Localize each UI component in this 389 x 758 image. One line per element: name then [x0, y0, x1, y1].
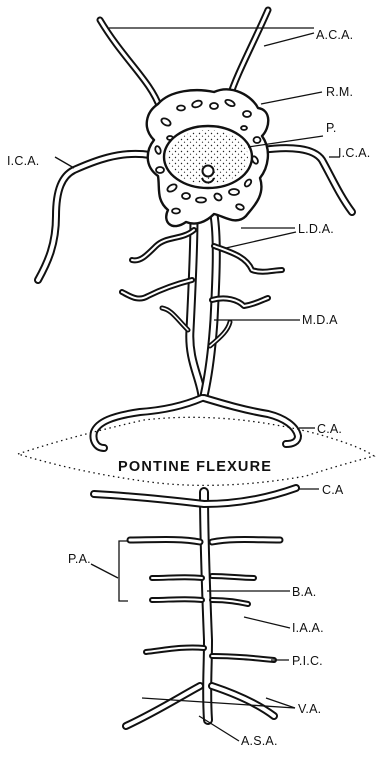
vessel-va-left [126, 686, 200, 726]
vessel-pa-3 [152, 599, 248, 604]
label-rm: R.M. [326, 85, 353, 99]
label-p: P. [326, 121, 337, 135]
vessel-mda-right-1 [212, 298, 268, 306]
vessel-ca-lower [94, 488, 296, 504]
vessel-aca-right-lumen [230, 10, 268, 96]
vessel-mda-left-1 [122, 280, 192, 299]
label-ica-right: I.C.A. [338, 146, 370, 160]
vessel-ca-lower-lumen [94, 488, 296, 504]
vessel-lda-left [132, 230, 194, 260]
label-aca: A.C.A. [316, 28, 353, 42]
vessel-lda-right [214, 246, 282, 272]
vessel-pa-2 [152, 576, 254, 578]
label-iaa: I.A.A. [292, 621, 324, 635]
vessel-ca-upper [93, 398, 298, 448]
vessel-va-left-lumen [126, 686, 200, 726]
vessel-stem-right [204, 215, 216, 396]
label-ba: B.A. [292, 585, 316, 599]
vessel-basilar [204, 492, 208, 720]
vessel-aca-left [100, 20, 160, 108]
vessel-mda-left-2 [162, 308, 188, 330]
label-ica-left: I.C.A. [7, 154, 39, 168]
vessel-stem-left [190, 218, 202, 396]
label-pa: P.A. [68, 552, 91, 566]
pa-bracket [119, 541, 128, 601]
vessel-aca-right [230, 10, 268, 96]
vessel-va-right [212, 686, 274, 716]
label-pic: P.I.C. [292, 654, 323, 668]
label-lda: L.D.A. [298, 222, 334, 236]
pituitary [164, 126, 252, 188]
label-ca-upper: C.A. [317, 422, 342, 436]
label-mda: M.D.A [302, 313, 338, 327]
label-pontine-flexure: PONTINE FLEXURE [118, 459, 272, 475]
vessel-ca-upper-outline [93, 398, 298, 448]
label-ca-lower: C.A [322, 483, 344, 497]
vessel-ca-upper-lumen [93, 398, 298, 448]
label-va: V.A. [298, 702, 321, 716]
label-asa: A.S.A. [241, 734, 278, 748]
